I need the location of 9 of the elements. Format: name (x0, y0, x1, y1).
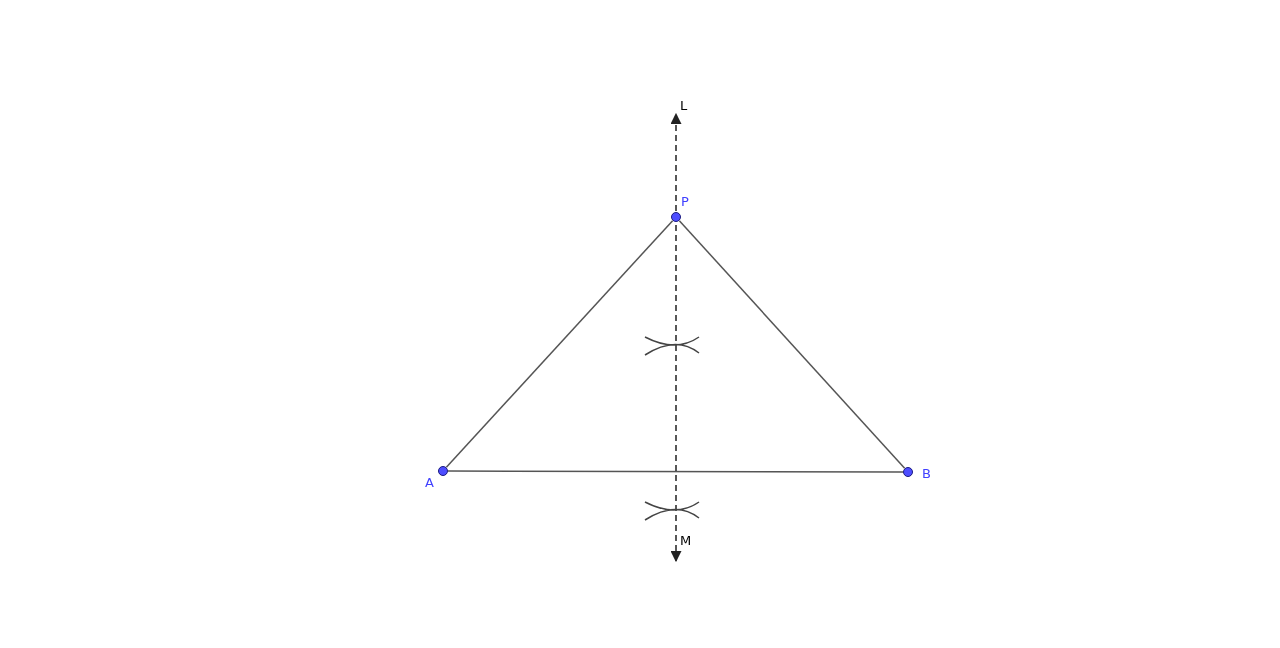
dashed-arrow (670, 112, 682, 563)
line-label: M (680, 533, 692, 548)
point-label: B (922, 466, 931, 481)
line-segment (445, 219, 674, 469)
point-label: A (425, 475, 434, 490)
line-label: L (680, 98, 688, 113)
line-segment (447, 470, 904, 473)
line-segment (678, 219, 906, 470)
point-label: P (681, 194, 689, 209)
